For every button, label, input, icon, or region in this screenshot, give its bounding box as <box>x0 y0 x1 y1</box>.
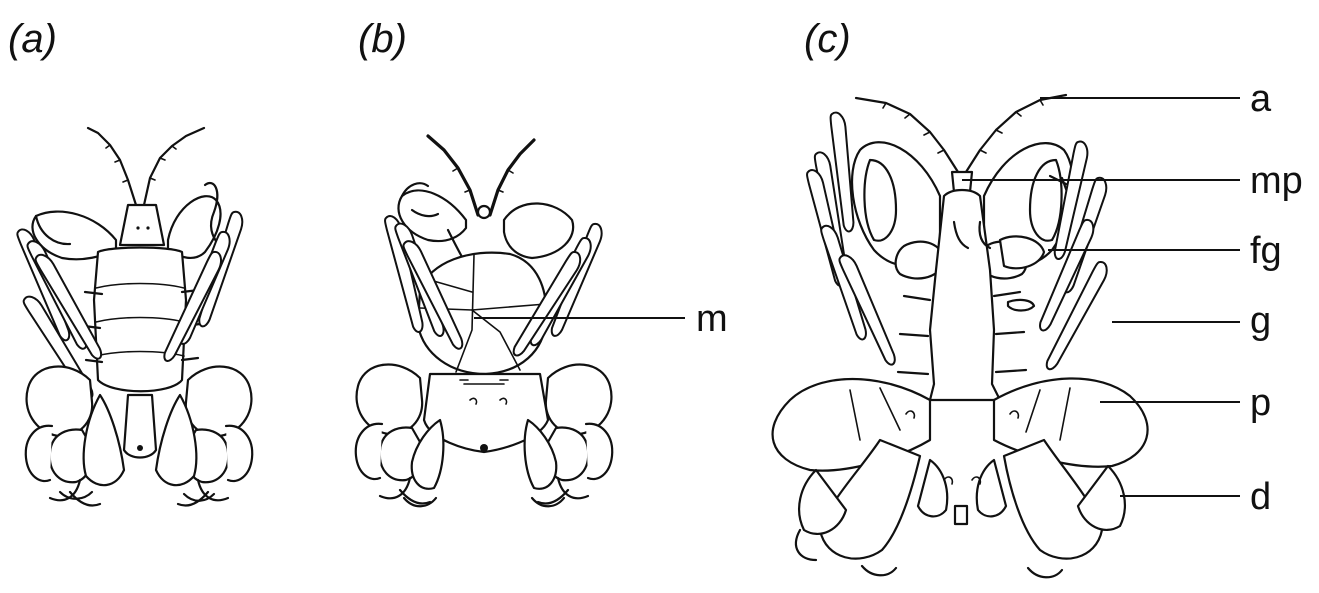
panel-label-a: (a) <box>8 17 57 61</box>
panel-label-b: (b) <box>358 17 407 61</box>
specimen-a <box>16 128 252 506</box>
callout-a: a <box>1250 78 1272 120</box>
callout-g: g <box>1250 300 1271 342</box>
panel-label-c: (c) <box>804 17 851 61</box>
callout-fg: fg <box>1250 230 1282 272</box>
specimen-c <box>773 95 1148 577</box>
specimen-b <box>356 136 612 506</box>
callout-d: d <box>1250 476 1271 518</box>
callout-m: m <box>696 298 728 340</box>
callout-mp: mp <box>1250 160 1303 202</box>
callout-p: p <box>1250 382 1271 424</box>
